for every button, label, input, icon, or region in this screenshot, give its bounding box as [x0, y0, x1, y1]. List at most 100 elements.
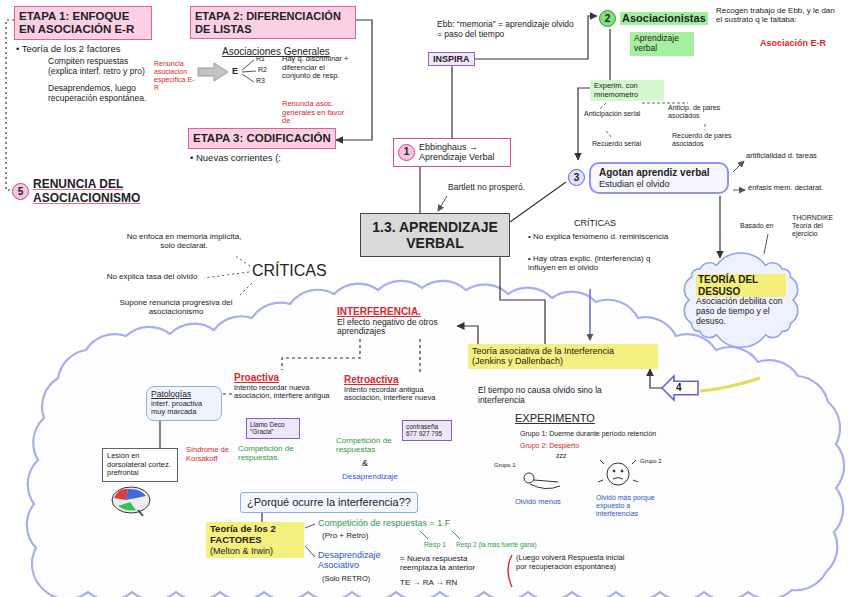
- node-text: 4: [676, 376, 698, 400]
- leader-arrow: [589, 289, 591, 340]
- critique-text: No explica tasa del olvido: [104, 272, 200, 281]
- stage-box: ETAPA 2: DIFERENCIACIÓN DE LISTAS: [190, 6, 356, 39]
- brain-region: [114, 489, 128, 500]
- mechanism-text: Competición de respuestas: [238, 444, 320, 462]
- arrow-shape: [662, 376, 698, 400]
- type-heading: RetroactivaIntento recordar antigua asoc…: [342, 372, 450, 405]
- method-box: Experim. con mnemometro: [590, 80, 664, 101]
- node-text: Asociación debilita con paso de tiempo y…: [696, 297, 786, 326]
- node-text: Lesión en dorsolateral cortez. prefronta…: [107, 452, 173, 478]
- connector: [6, 20, 14, 190]
- dotted-line: [204, 272, 249, 278]
- type-heading: ProactivaIntento recordar nueva asociaci…: [232, 370, 332, 403]
- brain-region: [118, 502, 136, 511]
- node-text: Llamo Deco “Gracia”: [250, 421, 296, 436]
- node-text: Ebbinghaus → Aprendizaje Verbal: [419, 142, 506, 163]
- callout-number: 3: [568, 169, 585, 186]
- critique-heading: CRÍTICAS: [252, 262, 327, 280]
- branch-line: [242, 60, 254, 70]
- dashed-line: [642, 103, 688, 104]
- node-text: ETAPA 2: DIFERENCIACIÓN DE LISTAS: [195, 10, 351, 35]
- connector: [159, 421, 160, 448]
- note-text: (Luego volverá Respuesta inicial por rec…: [516, 554, 628, 571]
- rounded-frame: Agotan aprendiz verbalEstudian el olvido: [589, 162, 729, 194]
- node-text: Intento recordar nueva asociación, inter…: [234, 384, 330, 401]
- node-text: interf. proactiva muy marcada: [151, 400, 217, 417]
- bullet-text: • Nuevas corrientes (:: [190, 153, 281, 164]
- branch-line: [305, 524, 315, 528]
- node-text: El efecto negativo de otros aprendizajes: [337, 318, 455, 338]
- node-text: (Melton & Irwin): [210, 546, 300, 556]
- note-text: (Pro + Retro): [322, 531, 368, 540]
- figure-eye: [613, 470, 615, 472]
- note-text: THORNDIKE Teoría del ejercicio: [792, 214, 842, 238]
- leader-arrow: [438, 196, 447, 211]
- note-text: Hay q. discriminar + diferenciar el conj…: [282, 55, 350, 81]
- symbol-label: &: [362, 458, 368, 468]
- callout-number: 2: [599, 10, 616, 27]
- inspire-box: INSPIRA: [428, 52, 475, 66]
- node-text: Aprendizaje verbal: [634, 34, 690, 54]
- connector: [222, 393, 232, 394]
- connector: [451, 66, 452, 138]
- note-text: Ebb: “memoria” = aprendizaje olvido = pa…: [437, 20, 577, 40]
- block-arrow: [198, 63, 228, 81]
- example-box: Llamo Deco “Gracia”: [246, 418, 300, 439]
- title-box: 1.3. APRENDIZAJE VERBAL: [360, 213, 510, 257]
- connector: [261, 513, 262, 522]
- note-text: Grupo 2: Despierto: [520, 442, 579, 450]
- result-text: Olvidó más porque expuesto a interferenc…: [596, 494, 674, 518]
- connector: [282, 339, 360, 370]
- mechanism-text: Resp 2 (la más fuerte gana): [456, 541, 537, 548]
- theory-box: Teoría de los 2 FACTORES(Melton & Irwin): [206, 522, 304, 558]
- branch-line: [452, 531, 460, 539]
- branch-line: [242, 71, 256, 72]
- connector: [419, 167, 420, 213]
- critique-text: Supone renuncia progresiva del asociacio…: [110, 298, 242, 316]
- node-text: Asociacionistas: [620, 12, 708, 25]
- stage-box: ETAPA 1: ENFOQUE EN ASOCIACIÓN E-R: [14, 6, 152, 40]
- concept-heading: INTERFERENCIA.El efecto negativo de otro…: [335, 304, 457, 339]
- mechanism-text: Resp 1: [424, 541, 446, 549]
- question-box: ¿Porqué ocurre la interferencia??: [240, 492, 418, 513]
- leader-line: [764, 234, 768, 254]
- bullet-text: • Teoría de los 2 factores: [16, 44, 121, 55]
- node-text: contraseña: [406, 423, 448, 430]
- example-box: contraseña677 927 795: [402, 420, 452, 441]
- sleep-mark: zzz: [556, 452, 567, 460]
- node-text: Retroactiva: [344, 374, 448, 386]
- figure-label: Grupo 2: [640, 458, 662, 465]
- note-text: = Nueva respuesta reemplaza la anterior: [400, 554, 502, 572]
- callout-number: 1: [398, 144, 415, 161]
- figure-head: [607, 463, 629, 485]
- node-text: TEORÍA DEL DESUSO: [696, 274, 786, 297]
- figure-eye: [621, 470, 623, 472]
- critique-text: No enfoca en memoria implícita, solo dec…: [120, 232, 248, 250]
- red-note: Asociación E-R: [760, 38, 826, 48]
- subheading: EXPERIMENTO: [515, 412, 595, 425]
- note-text: Desaprendemos, luego recuperación espont…: [48, 84, 158, 104]
- leader-arrow: [733, 190, 745, 191]
- node-text: Intento recordar antigua asociación, int…: [344, 386, 448, 403]
- note-text: énfasis mem. declarat.: [748, 184, 840, 193]
- figure-body: [530, 480, 560, 489]
- connector: [650, 369, 662, 388]
- method-text: Anticip. de pares asociados: [668, 104, 748, 120]
- node-text: Patologías: [151, 390, 217, 400]
- cloud-path: [684, 253, 797, 347]
- brain-stem: [138, 510, 143, 516]
- node-text: 1.3. APRENDIZAJE VERBAL: [367, 219, 503, 251]
- stage-box: ETAPA 3: CODIFICACIÓN: [188, 128, 336, 149]
- pathology-box: Patologíasinterf. proactiva muy marcada: [146, 386, 222, 421]
- node-text: (Jenkins y Dallenbach): [472, 356, 654, 366]
- interference-marks: [598, 460, 638, 482]
- lesion-box: Lesión en dorsolateral cortez. prefronta…: [102, 448, 178, 482]
- callout-number: 5: [12, 183, 29, 200]
- node-text: Teoría asociativa de la Interferencia: [472, 346, 654, 356]
- node-text: Experim. con mnemometro: [594, 82, 660, 99]
- critique-heading: CRÍTICAS: [574, 218, 616, 228]
- method-text: Anticipación serial: [584, 110, 646, 118]
- connector: [457, 326, 478, 344]
- figure-head: [524, 473, 534, 483]
